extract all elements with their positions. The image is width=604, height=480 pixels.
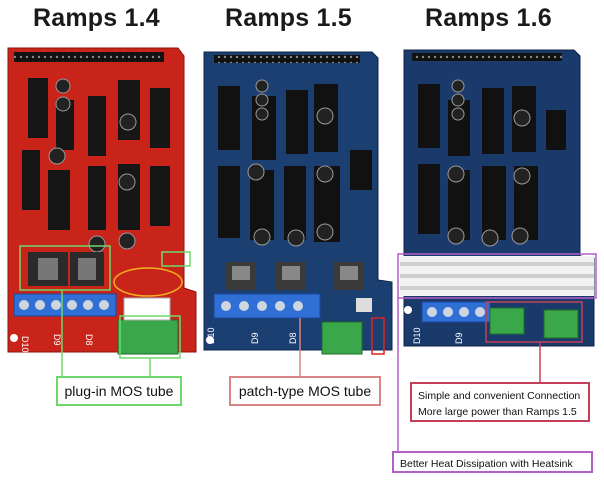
label-d8-r14: D8 — [84, 334, 94, 346]
callout-plug-in-mos: plug-in MOS tube — [56, 376, 182, 406]
callout-patch-type-mos: patch-type MOS tube — [229, 376, 381, 406]
ramps-1-5-board: D10 D9 D8 — [203, 51, 393, 378]
label-d10-r16: D10 — [412, 327, 422, 344]
callout-ramps16-line1: Simple and convenient Connection — [418, 390, 581, 402]
label-d9-r15: D9 — [250, 332, 260, 344]
label-d10-r15: D10 — [206, 327, 216, 344]
callout-ramps16-line2: More large power than Ramps 1.5 — [418, 406, 577, 418]
ramps-1-4-board: D10 D9 D8 — [7, 47, 197, 378]
label-d9-r16: D9 — [454, 332, 464, 344]
label-d9-r14: D9 — [52, 334, 62, 346]
title-ramps-1-6: Ramps 1.6 — [425, 4, 552, 32]
callout-heatsink: Better Heat Dissipation with Heatsink — [392, 451, 593, 473]
label-d8-r15: D8 — [288, 332, 298, 344]
ramps-1-6-board: D10 D9 — [397, 49, 597, 451]
label-d10-r14: D10 — [20, 336, 30, 353]
title-ramps-1-5: Ramps 1.5 — [225, 4, 352, 32]
callout-ramps16-connection: Simple and convenient Connection More la… — [410, 382, 590, 422]
title-ramps-1-4: Ramps 1.4 — [33, 4, 160, 32]
